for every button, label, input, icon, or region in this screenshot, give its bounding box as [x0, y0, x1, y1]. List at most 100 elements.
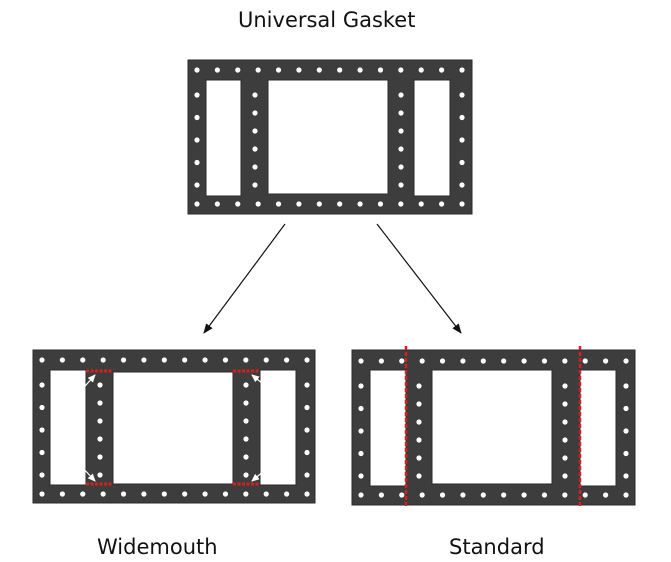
gasket-hole: [252, 164, 258, 170]
gasket-hole: [39, 449, 45, 456]
gasket-hole: [418, 67, 424, 73]
gasket-hole: [460, 358, 466, 364]
gasket-hole: [252, 182, 258, 188]
widemouth-cut-label-right: Cut: [272, 412, 294, 445]
gasket-hole: [235, 67, 241, 73]
gasket-hole: [358, 358, 364, 364]
gasket-hole: [304, 427, 310, 433]
gasket-hole: [416, 437, 422, 443]
gasket-hole: [398, 128, 404, 134]
gasket-hole: [459, 182, 465, 188]
gasket-hole: [582, 358, 588, 364]
gasket-hole: [416, 383, 422, 389]
gasket-hole: [603, 492, 609, 498]
gasket-hole: [252, 128, 258, 134]
gasket-hole: [419, 492, 425, 498]
gasket-hole: [562, 455, 568, 461]
gasket-hole: [97, 400, 103, 406]
gasket-hole: [623, 383, 629, 389]
gasket-hole: [59, 357, 65, 363]
gasket-hole: [80, 357, 86, 363]
gasket-hole: [439, 67, 445, 73]
gasket-hole: [304, 404, 310, 411]
gasket-hole: [378, 358, 384, 364]
gasket-hole: [214, 201, 220, 207]
gasket-hole: [194, 137, 200, 143]
gasket-hole: [623, 428, 629, 434]
gasket-hole: [235, 201, 241, 207]
universal-gasket-body: [187, 59, 473, 215]
gasket-hole: [582, 492, 588, 498]
gasket-hole: [562, 383, 568, 389]
widemouth-cut-label-left: Cut: [62, 412, 84, 445]
gasket-hole: [480, 358, 486, 364]
gasket-hole: [623, 358, 629, 364]
gasket-hole: [275, 67, 282, 73]
gasket-hole: [275, 201, 282, 207]
universal-gasket: [187, 59, 473, 215]
gasket-hole: [222, 491, 229, 497]
gasket-hole: [358, 492, 364, 498]
widemouth-cut-arrow-3: [251, 374, 284, 401]
gasket-hole: [358, 383, 364, 389]
arrow-to-standard: [376, 223, 462, 334]
gasket-hole: [243, 491, 249, 497]
widemouth-cut-arrow-1: [67, 374, 96, 406]
gasket-hole: [100, 357, 106, 363]
gasket-hole: [39, 357, 45, 363]
gasket-hole: [459, 159, 465, 166]
gasket-hole: [377, 67, 384, 73]
gasket-hole: [603, 358, 609, 364]
standard-label: Standard: [449, 535, 545, 559]
gasket-hole: [120, 491, 127, 497]
gasket-hole: [97, 418, 103, 424]
gasket-hole: [358, 450, 364, 457]
gasket-hole: [418, 201, 424, 207]
gasket-hole: [562, 358, 568, 364]
gasket-hole: [252, 146, 258, 152]
gasket-hole: [80, 491, 86, 497]
gasket-hole: [398, 92, 404, 98]
gasket-hole: [562, 437, 568, 443]
gasket-hole: [194, 159, 200, 166]
gasket-hole: [358, 473, 364, 479]
gasket-hole: [141, 491, 147, 497]
gasket-hole: [357, 67, 363, 73]
gasket-hole: [243, 454, 249, 460]
gasket-hole: [161, 357, 167, 363]
gasket-hole: [337, 201, 343, 207]
standard-cut-label-right: Cut: [593, 412, 615, 445]
gasket-hole: [459, 114, 465, 121]
gasket-hole: [398, 201, 404, 207]
gasket-hole: [416, 473, 422, 479]
gasket-hole: [214, 67, 220, 73]
gasket-hole: [541, 358, 548, 364]
standard-cut-label-left: Cut: [373, 412, 395, 445]
gasket-hole: [439, 492, 446, 498]
gasket-hole: [623, 473, 629, 479]
gasket-hole: [541, 492, 548, 498]
gasket-hole: [284, 357, 290, 363]
universal-gasket-title: Universal Gasket: [238, 8, 416, 32]
standard-cut-arrow-2: [385, 454, 405, 479]
gasket-hole: [243, 418, 249, 424]
widemouth-gasket: Cut Cut: [32, 349, 316, 504]
gasket-hole: [623, 405, 629, 412]
standard-gasket: Cut Cut: [351, 346, 636, 508]
arrow-to-widemouth: [203, 223, 286, 334]
gasket-hole: [182, 491, 188, 497]
gasket-hole: [243, 382, 249, 388]
gasket-hole: [39, 427, 45, 433]
gasket-hole: [501, 492, 507, 498]
gasket-hole: [194, 182, 200, 188]
gasket-hole: [337, 67, 343, 73]
gasket-hole: [459, 201, 465, 207]
gasket-hole: [194, 92, 200, 98]
gasket-hole: [399, 492, 405, 498]
gasket-hole: [59, 491, 65, 497]
gasket-hole: [243, 436, 249, 442]
gasket-hole: [398, 146, 404, 152]
gasket-hole: [263, 357, 269, 363]
gasket-hole: [378, 492, 384, 498]
